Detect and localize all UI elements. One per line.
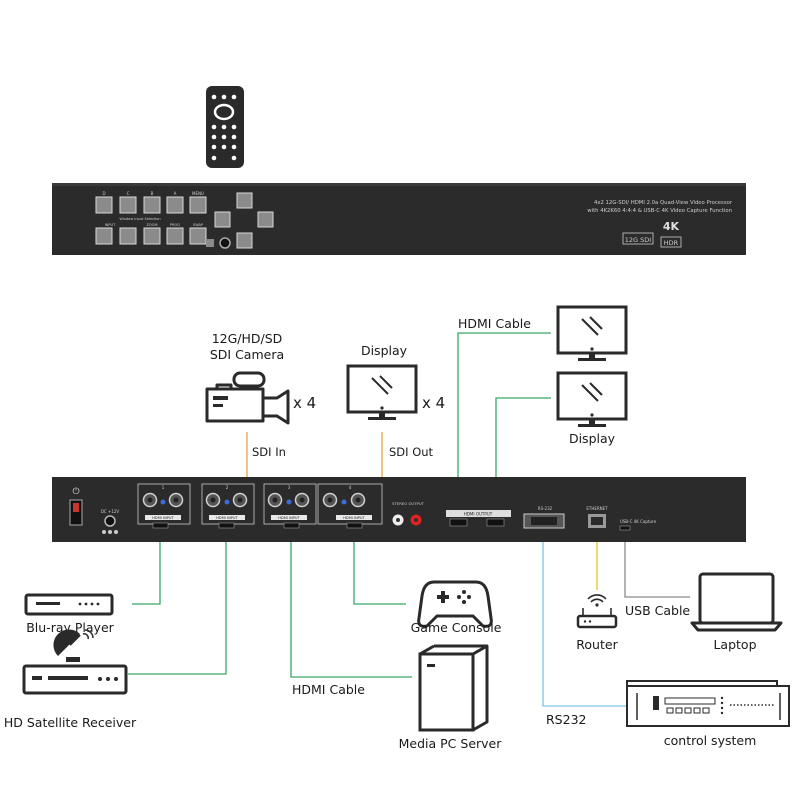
hdmi-output-label: HDMI OUTPUT	[464, 512, 493, 517]
router-label: Router	[576, 637, 618, 652]
display-label-right: Display	[569, 431, 616, 446]
front-title-line1: 4x2 12G-SDI/ HDMI 2.0a Quad-View Video P…	[594, 200, 733, 206]
svg-text:⏻: ⏻	[72, 486, 79, 497]
pc-server-icon	[418, 644, 489, 732]
sdi-in-label: SDI In	[252, 445, 286, 459]
media-pc-label: Media PC Server	[399, 736, 503, 751]
control-system-label: control system	[664, 733, 757, 748]
hdmi-input-label-3: HDMI INPUT	[278, 516, 300, 520]
front-title-line2: with 4K2K60 4:4:4 & USB-C 4K Video Captu…	[587, 208, 732, 214]
display-multiplier: x 4	[422, 394, 445, 412]
hdmi-input-label-2: HDMI INPUT	[216, 516, 238, 520]
front-btn-label-c: C	[127, 191, 130, 196]
usb-cable-label: USB Cable	[625, 603, 690, 618]
front-btn-label-a: A	[174, 191, 177, 196]
ethernet-label: ETHERNET	[586, 506, 608, 511]
laptop-icon	[690, 572, 783, 632]
dc-power-label: DC +12V	[101, 509, 120, 514]
front-btn-label-b: B	[151, 191, 154, 196]
camera-label-line2: SDI Camera	[210, 347, 284, 362]
front-btn-label-prog: PROG	[170, 223, 180, 227]
front-btn-label-zoom: ZOOM	[147, 223, 158, 227]
hdmi-cable-label-bottom: HDMI Cable	[292, 682, 365, 697]
router-icon	[576, 594, 618, 629]
game-console-label: Game Console	[411, 620, 502, 635]
display-monitor-icon	[556, 305, 628, 361]
display-monitor-icon	[346, 364, 418, 420]
control-system-icon	[626, 680, 790, 727]
input-number-4: 4	[349, 485, 352, 490]
display-label-top: Display	[361, 343, 408, 358]
badge-12g-sdi: 12G SDI	[625, 236, 652, 244]
front-btn-label-input: INPUT	[105, 223, 116, 227]
input-number-2: 2	[226, 485, 229, 490]
satellite-label: HD Satellite Receiver	[4, 715, 137, 730]
camera-multiplier: x 4	[293, 394, 316, 412]
front-btn-label-swap: SWAP	[193, 223, 203, 227]
display-monitor-icon	[556, 371, 628, 427]
stereo-output-label: STEREO OUTPUT	[392, 501, 425, 506]
remote-control-icon	[206, 86, 244, 168]
window-selection-label: Window Input Selection	[119, 217, 160, 221]
front-btn-label-d: D	[102, 191, 105, 196]
camera-label-line1: 12G/HD/SD	[212, 331, 283, 346]
bluray-label: Blu-ray Player	[26, 620, 114, 635]
laptop-label: Laptop	[713, 637, 756, 652]
camera-icon	[205, 371, 290, 425]
badge-4k: 4K	[663, 220, 680, 233]
hdmi-cable-label-top: HDMI Cable	[458, 316, 531, 331]
input-number-1: 1	[162, 485, 165, 490]
sdi-connectors	[142, 492, 366, 508]
hdmi-input-label-4: HDMI INPUT	[343, 516, 365, 520]
front-panel: D C B A MENU Window Input Selection INPU…	[52, 183, 746, 255]
rs232-port-label: RS-232	[538, 506, 553, 511]
rs232-label: RS232	[546, 712, 586, 727]
usb-capture-label: USB-C 4K Capture	[620, 519, 657, 524]
game-controller-icon	[417, 580, 493, 628]
back-panel: ⏻ DC +12V	[52, 477, 746, 542]
hdmi-input-label-1: HDMI INPUT	[152, 516, 174, 520]
bluray-player-icon	[24, 593, 114, 616]
satellite-receiver-icon	[22, 629, 128, 695]
badge-hdr: HDR	[664, 239, 679, 247]
front-btn-label-menu: MENU	[192, 191, 204, 196]
input-number-3: 3	[288, 485, 291, 490]
sdi-out-label: SDI Out	[389, 445, 434, 459]
